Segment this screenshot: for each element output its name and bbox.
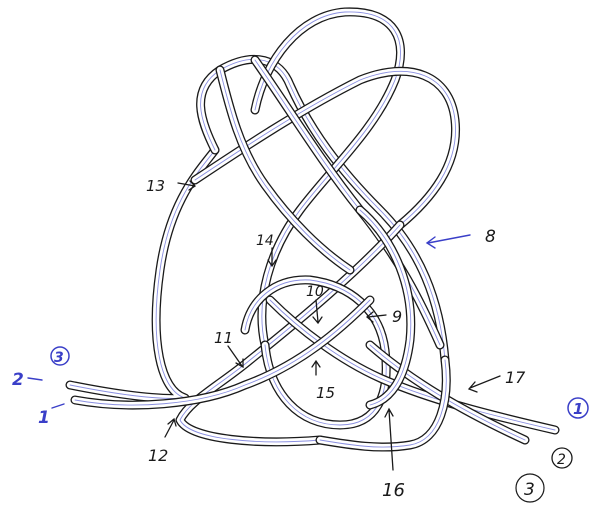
label-15: 15: [316, 384, 335, 402]
label-right-1: 1: [573, 400, 583, 418]
arrow-left-2: [28, 378, 42, 380]
label-left-2: 2: [12, 370, 24, 390]
label-14: 14: [256, 233, 274, 249]
label-12: 12: [148, 446, 168, 465]
arrow-11: [228, 346, 243, 367]
arrow-left-1: [52, 404, 64, 408]
label-17: 17: [505, 368, 526, 387]
arrow-12: [165, 419, 176, 437]
left-tail-3: 3: [51, 347, 69, 366]
label-left-3: 3: [54, 350, 64, 366]
label-9: 9: [392, 307, 402, 326]
label-16: 16: [382, 480, 405, 501]
label-right-3: 3: [524, 480, 535, 500]
label-13: 13: [146, 177, 165, 195]
right-tail-2: 2: [552, 448, 572, 468]
right-tail-1: 1: [568, 398, 588, 418]
right-tail-3: 3: [516, 474, 544, 502]
label-left-1: 1: [38, 408, 50, 428]
arrow-16: [385, 409, 393, 470]
label-11: 11: [214, 329, 233, 347]
label-10: 10: [306, 284, 324, 300]
arrow-15: [312, 361, 320, 375]
label-8: 8: [485, 227, 496, 247]
arrow-8: [427, 235, 470, 248]
rope-strands: [70, 12, 555, 447]
arrow-17: [469, 376, 500, 392]
label-right-2: 2: [557, 452, 566, 468]
